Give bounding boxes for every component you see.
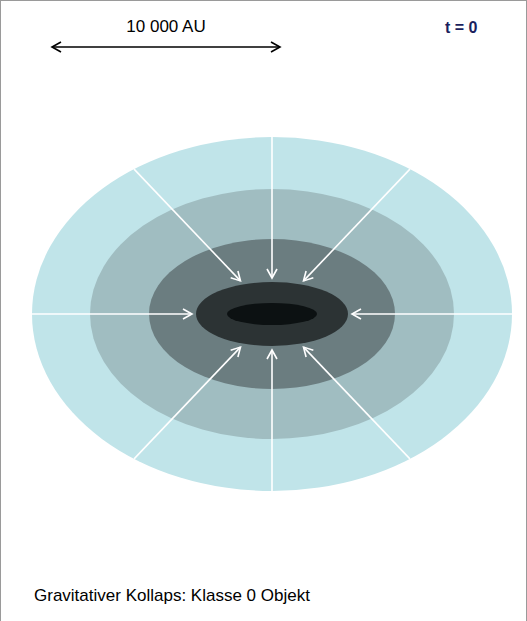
infall-arrow xyxy=(352,313,512,315)
outer-envelope xyxy=(32,137,512,491)
infall-arrow xyxy=(32,313,192,315)
scale-arrow xyxy=(52,46,280,48)
infall-arrow xyxy=(304,169,410,281)
infall-arrow xyxy=(134,169,240,281)
caption: Gravitativer Kollaps: Klasse 0 Objekt xyxy=(34,586,310,606)
dense-core xyxy=(196,282,348,346)
infall-arrow xyxy=(304,347,410,459)
infall-arrow xyxy=(271,137,273,278)
infall-arrow xyxy=(271,350,273,491)
infall-arrow xyxy=(134,347,240,459)
infall-arrows xyxy=(32,137,512,491)
time-label: t = 0 xyxy=(445,19,477,37)
scale-label: 10 000 AU xyxy=(126,17,205,37)
protostar xyxy=(227,303,317,325)
